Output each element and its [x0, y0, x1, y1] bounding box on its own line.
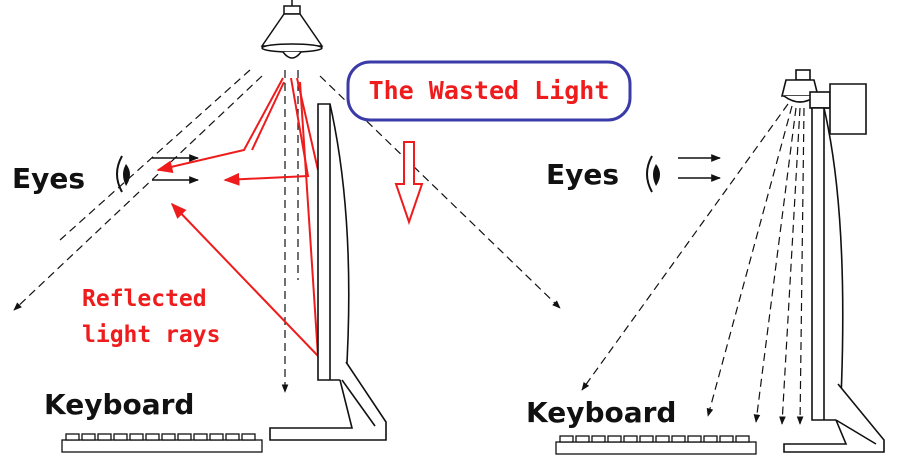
- wasted-light-label: The Wasted Light: [369, 76, 610, 105]
- right-eyes-label: Eyes: [546, 158, 619, 191]
- monitor-icon: [269, 103, 387, 441]
- key-cap: [209, 433, 224, 441]
- key-cap: [575, 435, 590, 443]
- wasted-light-callout: The Wasted Light: [346, 60, 632, 122]
- left-eyes-label: Eyes: [12, 162, 85, 195]
- key-cap: [719, 435, 734, 443]
- reflected-label-line1: Reflected: [82, 286, 207, 312]
- left-keyboard-label: Keyboard: [44, 388, 194, 421]
- key-cap: [735, 435, 750, 443]
- ceiling-lamp-icon: [260, 0, 324, 59]
- eye-sight-arrows: [152, 154, 199, 184]
- light-bar-dashed-rays: [581, 103, 805, 425]
- key-cap: [591, 435, 606, 443]
- key-cap: [639, 435, 654, 443]
- key-cap: [225, 433, 240, 441]
- key-cap: [81, 433, 96, 441]
- right-panel: Eyes Keyboard: [526, 69, 885, 455]
- key-cap: [559, 435, 574, 443]
- key-cap: [177, 433, 192, 441]
- keyboard-icon: [61, 433, 263, 453]
- key-cap: [129, 433, 144, 441]
- reflected-light-rays: [156, 77, 320, 359]
- key-cap: [655, 435, 670, 443]
- keyboard-icon: [555, 435, 757, 455]
- left-panel: The Wasted Light Eyes Reflected light ra…: [12, 0, 632, 453]
- eye-icon: [646, 155, 660, 193]
- key-cap: [241, 433, 256, 441]
- monitor-icon: [783, 107, 885, 453]
- right-keyboard-label: Keyboard: [526, 396, 676, 429]
- key-cap: [671, 435, 686, 443]
- key-cap: [161, 433, 176, 441]
- key-cap: [97, 433, 112, 441]
- key-cap: [703, 435, 718, 443]
- monitor-light-bar-icon: [780, 69, 867, 135]
- wasted-light-arrow-icon: [394, 141, 424, 226]
- key-cap: [113, 433, 128, 441]
- key-cap: [145, 433, 160, 441]
- eye-sight-arrows: [678, 154, 721, 182]
- eye-icon: [116, 155, 130, 193]
- key-cap: [687, 435, 702, 443]
- key-cap: [65, 433, 80, 441]
- key-cap: [623, 435, 638, 443]
- key-cap: [193, 433, 208, 441]
- key-cap: [607, 435, 622, 443]
- reflected-label-line2: light rays: [82, 322, 220, 348]
